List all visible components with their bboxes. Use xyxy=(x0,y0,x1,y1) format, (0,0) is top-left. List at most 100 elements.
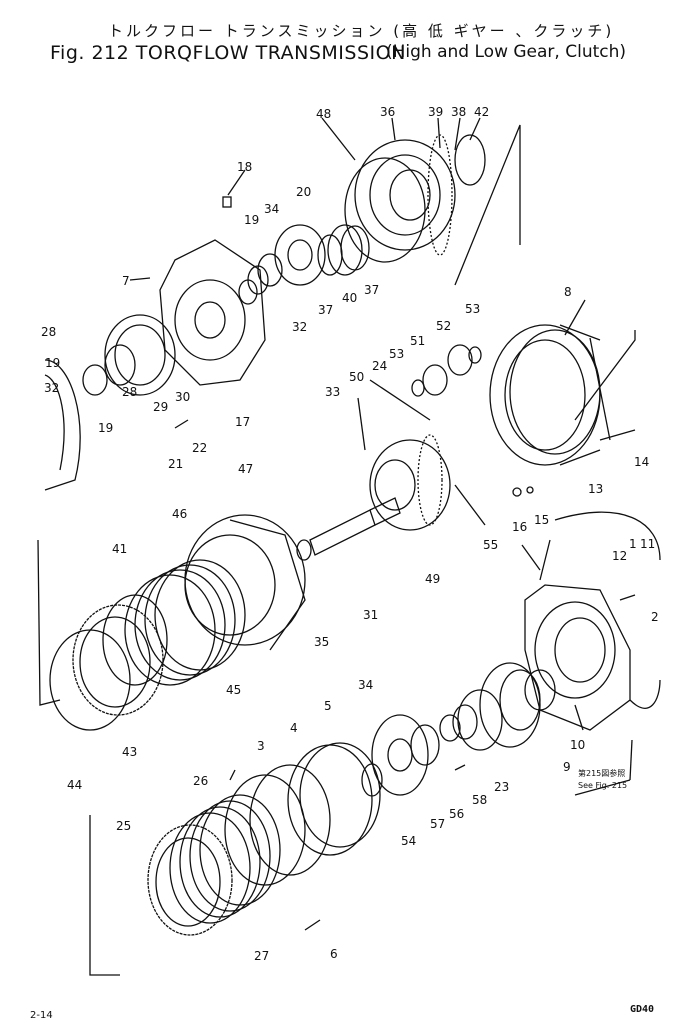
part-49-carrier xyxy=(369,439,451,531)
callout-label: 51 xyxy=(410,334,425,348)
part-41-hub xyxy=(102,594,168,686)
callout-label: 2 xyxy=(651,610,659,624)
callout-labels: 1 2 3 4 5 6 7 8 9 10 11 12 13 14 15 16 1… xyxy=(41,105,659,963)
part-15-washer xyxy=(526,486,534,494)
part-37-seal xyxy=(327,224,363,276)
part-42-ring xyxy=(454,134,486,186)
callout-label: 40 xyxy=(342,291,357,305)
callout-label: 21 xyxy=(168,457,183,471)
part-35-ring xyxy=(296,539,312,561)
callout-label: 37 xyxy=(364,283,379,297)
callout-label: 58 xyxy=(472,793,487,807)
japanese-title: トルクフロー トランスミッション (高 低 ギヤー 、クラッチ) xyxy=(108,22,615,40)
callout-label: 5 xyxy=(324,699,332,713)
callout-label: 57 xyxy=(430,817,445,831)
group-box-line-left xyxy=(37,539,61,706)
callout-label: 31 xyxy=(363,608,378,622)
callout-label: 55 xyxy=(483,538,498,552)
group-box-line-right xyxy=(574,330,636,421)
part-52-gear xyxy=(447,344,473,376)
callout-label: 9 xyxy=(563,760,571,774)
callout-label: 29 xyxy=(153,400,168,414)
callout-label: 25 xyxy=(116,819,131,833)
part-10-seal xyxy=(524,669,556,711)
part-27-plates xyxy=(199,794,281,906)
callout-label: 37 xyxy=(318,303,333,317)
housing-left xyxy=(44,359,81,491)
callout-label: 28 xyxy=(41,325,56,339)
callout-label: 8 xyxy=(564,285,572,299)
callout-label: 35 xyxy=(314,635,329,649)
callout-label: 32 xyxy=(44,381,59,395)
part-28-seal xyxy=(104,344,136,386)
callout-label: 42 xyxy=(474,105,489,119)
callout-label: 1 xyxy=(629,537,637,551)
part-34-ring xyxy=(257,253,283,287)
part-44-ring xyxy=(49,629,131,731)
part-17-carrier xyxy=(159,239,266,386)
callout-label: 19 xyxy=(98,421,113,435)
part-8-pin xyxy=(564,299,586,336)
callout-label: 49 xyxy=(425,572,440,586)
callout-label: 53 xyxy=(389,347,404,361)
group-box-line-bottom xyxy=(89,815,120,976)
drawing-code: GD40 xyxy=(630,1004,655,1015)
part-31-shaft xyxy=(309,509,376,556)
callout-label: 45 xyxy=(226,683,241,697)
callout-label: 34 xyxy=(264,202,279,216)
part-36-drum xyxy=(354,139,456,251)
part-45-plates xyxy=(154,559,246,671)
callout-label: 44 xyxy=(67,778,82,792)
callout-label: 26 xyxy=(193,774,208,788)
callout-label: 28 xyxy=(122,385,137,399)
part-13-housing xyxy=(489,324,601,466)
part-7-bolt xyxy=(129,277,151,281)
callout-label: 32 xyxy=(292,320,307,334)
callout-label: 52 xyxy=(436,319,451,333)
callout-label: 13 xyxy=(588,482,603,496)
part-11-bolt xyxy=(619,594,636,601)
callout-label: 20 xyxy=(296,185,311,199)
part-40-ring xyxy=(317,234,343,276)
callout-label: 54 xyxy=(401,834,416,848)
callout-label: 24 xyxy=(372,359,387,373)
callout-label: 34 xyxy=(358,678,373,692)
callout-label: 15 xyxy=(534,513,549,527)
callout-label: 18 xyxy=(237,160,252,174)
callout-label: 12 xyxy=(612,549,627,563)
reference-note-english: See Fig. 215 xyxy=(578,781,627,790)
part-6-spring xyxy=(304,919,321,931)
callout-label: 7 xyxy=(122,274,130,288)
callout-label: 36 xyxy=(380,105,395,119)
callout-label: 56 xyxy=(449,807,464,821)
part-29-disc xyxy=(104,314,176,396)
callout-label: 3 xyxy=(257,739,265,753)
callout-label: 22 xyxy=(192,441,207,455)
callout-label: 38 xyxy=(451,105,466,119)
page-number: 2-14 xyxy=(30,1010,53,1021)
part-21-bolt xyxy=(174,419,189,429)
figure-title: Fig. 212 TORQFLOW TRANSMISSION xyxy=(50,42,406,64)
callout-label: 4 xyxy=(290,721,298,735)
callout-label: 19 xyxy=(45,356,60,370)
callout-label: 10 xyxy=(570,738,585,752)
callout-label: 16 xyxy=(512,520,527,534)
part-3-plate xyxy=(224,774,306,886)
callout-label: 23 xyxy=(494,780,509,794)
callout-label: 43 xyxy=(122,745,137,759)
callout-label: 50 xyxy=(349,370,364,384)
callout-label: 41 xyxy=(112,542,127,556)
callout-label: 14 xyxy=(634,455,649,469)
part-14-pin xyxy=(599,429,636,441)
callout-label: 33 xyxy=(325,385,340,399)
part-54-plate xyxy=(371,714,429,796)
callout-label: 6 xyxy=(330,947,338,961)
part-16-nut xyxy=(512,487,522,497)
callout-label: 47 xyxy=(238,462,253,476)
part-4-plate xyxy=(249,764,331,876)
reference-note-japanese: 第215図参照 xyxy=(578,768,625,778)
part-18-plug xyxy=(222,196,232,208)
callout-label: 17 xyxy=(235,415,250,429)
